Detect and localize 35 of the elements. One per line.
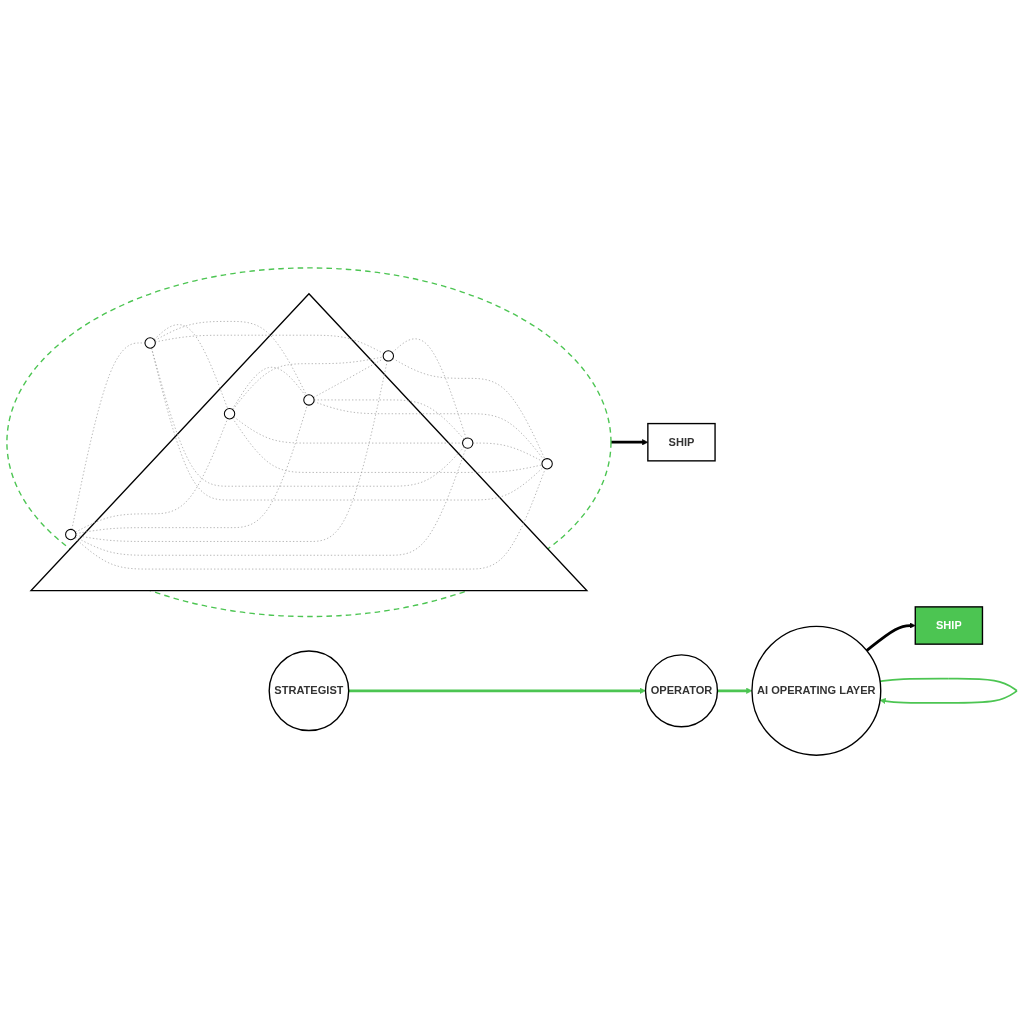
node-circle (65, 529, 77, 541)
connector (472, 443, 543, 463)
connector (71, 343, 146, 531)
connector (75, 404, 308, 535)
arrow (879, 678, 1018, 705)
connector (74, 468, 546, 570)
connector (75, 448, 467, 557)
connector (313, 400, 465, 441)
node-circle (462, 437, 474, 450)
node-circle: AI OPERATING LAYER (751, 626, 882, 757)
connector (154, 335, 385, 355)
node-box: SHIP (914, 606, 984, 646)
connector (75, 361, 388, 543)
node-circle (382, 350, 395, 363)
connector (232, 357, 384, 411)
node-circle: STRATEGIST (268, 650, 350, 732)
node-circle (541, 458, 553, 470)
node-circle (303, 394, 315, 407)
connector (391, 339, 467, 439)
connector (151, 348, 465, 487)
node-circle (223, 408, 236, 420)
node-box: SHIP (647, 423, 716, 462)
connector (154, 321, 307, 397)
connector (151, 348, 544, 501)
connector (231, 367, 307, 411)
arrow (865, 622, 916, 653)
connector (313, 401, 545, 461)
node-circle (144, 337, 156, 350)
arrow (348, 688, 646, 695)
connector (392, 358, 546, 460)
node-circle: OPERATOR (644, 654, 719, 728)
cluster (29, 293, 589, 592)
cluster (6, 267, 612, 618)
connector (232, 418, 543, 474)
arrow (717, 688, 753, 695)
